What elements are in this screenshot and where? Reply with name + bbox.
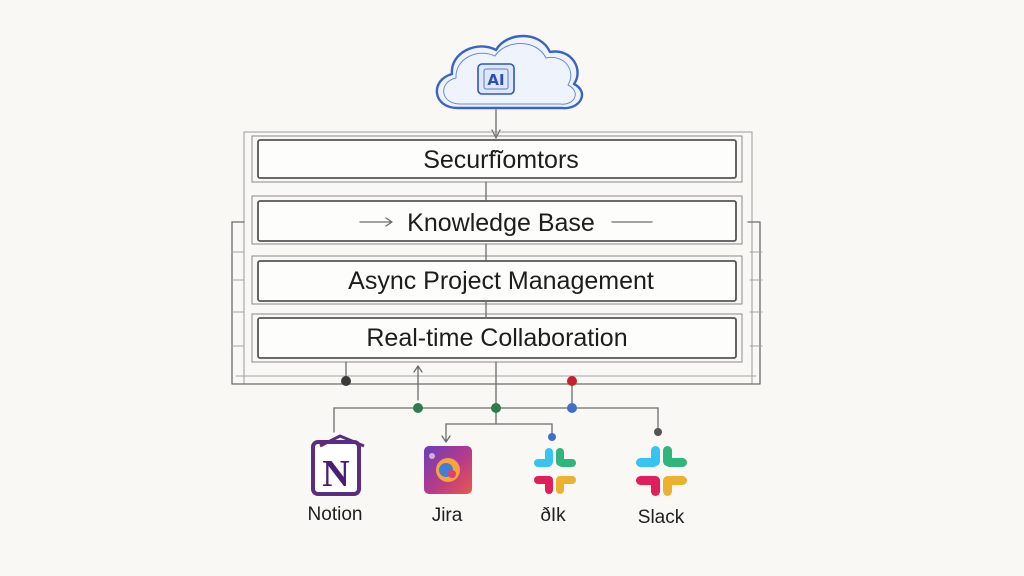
connection-network — [333, 361, 662, 443]
slack-like-icon — [534, 448, 576, 494]
layer-async-pm-label: Async Project Management — [348, 267, 654, 295]
layer-security-label: Securfĩomtors — [423, 146, 579, 174]
notion-icon: N — [311, 434, 365, 496]
slack-icon — [636, 446, 687, 496]
node-dark — [341, 376, 351, 386]
tool-slack-like-label: ðIk — [540, 505, 566, 526]
tool-jira: Jira — [424, 446, 472, 526]
ai-badge: AI — [487, 71, 504, 89]
node-green-left — [413, 403, 423, 413]
layer-realtime-collab: Real-time Collaboration — [251, 313, 743, 363]
node-gray — [654, 428, 662, 436]
tool-notion-label: Notion — [308, 504, 363, 525]
tool-jira-label: Jira — [432, 505, 463, 526]
layer-knowledge-base-label: Knowledge Base — [407, 209, 595, 237]
cloud-icon: AI — [435, 34, 584, 110]
node-blue-small — [548, 433, 556, 441]
layer-async-pm: Async Project Management — [251, 255, 743, 305]
node-red — [567, 376, 577, 386]
tool-slack-like: ðIk — [534, 448, 576, 526]
tool-slack: Slack — [636, 446, 687, 528]
layer-realtime-collab-label: Real-time Collaboration — [366, 324, 627, 352]
jira-icon — [424, 446, 472, 494]
layer-knowledge-base: Knowledge Base — [251, 195, 743, 245]
tool-notion: N Notion — [308, 434, 365, 525]
node-green-center — [491, 403, 501, 413]
svg-text:N: N — [322, 453, 349, 495]
layer-security: Securfĩomtors — [251, 135, 743, 183]
tool-slack-label: Slack — [638, 507, 685, 528]
node-blue — [567, 403, 577, 413]
